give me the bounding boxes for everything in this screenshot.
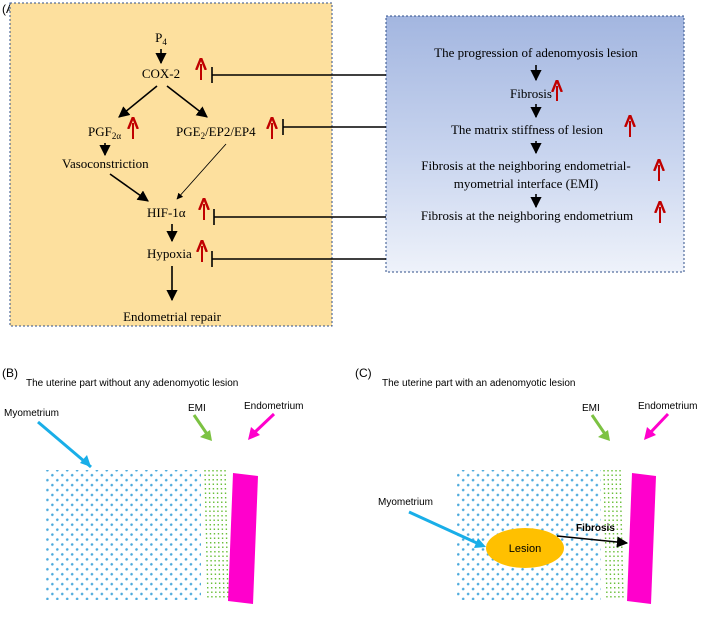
myometrium-pointer-head-b bbox=[80, 455, 91, 467]
myometrium-label-c: Myometrium bbox=[378, 497, 433, 508]
panel-b-tissue bbox=[45, 469, 258, 604]
lesion-shape bbox=[486, 528, 564, 568]
myometrium-pointer-b bbox=[37, 420, 92, 469]
emi-pointer-head-b bbox=[200, 430, 212, 441]
fibrosis-label-c: Fibrosis bbox=[576, 523, 615, 534]
emi-label-b: EMI bbox=[188, 403, 206, 414]
vasoconstriction-node: Vasoconstriction bbox=[62, 156, 149, 171]
emi-lines bbox=[204, 469, 229, 601]
pgf2a-node: PGF2α bbox=[88, 124, 121, 141]
myometrium-region bbox=[45, 470, 201, 600]
endometrium-pointer-head-b bbox=[248, 427, 260, 440]
myometrium-pointer-c bbox=[408, 510, 480, 546]
endometrium-region bbox=[228, 473, 258, 604]
emi-pointer-c bbox=[590, 414, 607, 435]
emi-pointer-b bbox=[192, 414, 209, 435]
cox2-node: COX-2 bbox=[142, 66, 180, 81]
emi-region-c bbox=[601, 470, 628, 600]
endometrium-region-c bbox=[627, 473, 656, 604]
endometrium-pointer-b bbox=[252, 412, 276, 435]
inhibition-connectors bbox=[211, 67, 386, 267]
pathway-box bbox=[9, 2, 333, 327]
myometrium-pointer-head-c bbox=[474, 538, 486, 548]
p4-node: P4 bbox=[155, 30, 167, 47]
endometrium-label-b: Endometrium bbox=[244, 401, 303, 412]
pge2-node: PGE2/EP2/EP4 bbox=[176, 124, 256, 141]
emi-pointer-head-c bbox=[598, 430, 610, 441]
hypoxia-node: Hypoxia bbox=[147, 246, 192, 261]
arrow-pge2-hif bbox=[176, 143, 227, 200]
panel-b-label: (B) bbox=[2, 366, 18, 380]
endometrial-repair-node: Endometrial repair bbox=[123, 309, 221, 324]
emi-lines-c bbox=[603, 469, 624, 601]
endometrium-pointer-head-c bbox=[644, 427, 656, 440]
hif1a-node: HIF-1α bbox=[147, 205, 186, 220]
panel-c-label: (C) bbox=[355, 366, 372, 380]
matrix-stiffness-node: The matrix stiffness of lesion bbox=[451, 122, 604, 137]
emi-label-c: EMI bbox=[582, 403, 600, 414]
panel-c-title: The uterine part with an adenomyotic les… bbox=[382, 378, 575, 389]
panel-b-title: The uterine part without any adenomyotic… bbox=[26, 378, 238, 389]
emi-region bbox=[201, 470, 230, 600]
emi-fibrosis-line1: Fibrosis at the neighboring endometrial- bbox=[421, 158, 630, 173]
endometrium-pointer-c bbox=[648, 412, 670, 435]
endometrium-fibrosis-node: Fibrosis at the neighboring endometrium bbox=[421, 208, 633, 223]
arrow-cox2-pgf2a bbox=[118, 85, 158, 118]
arrow-vaso-hif bbox=[109, 173, 149, 202]
progression-node: The progression of adenomyosis lesion bbox=[434, 45, 638, 60]
fibrosis-arrow bbox=[556, 535, 629, 548]
arrow-cox2-pge2 bbox=[166, 85, 208, 118]
lesion-label: Lesion bbox=[509, 543, 541, 555]
myometrium-label-b: Myometrium bbox=[4, 408, 59, 419]
emi-fibrosis-line2: myometrial interface (EMI) bbox=[454, 176, 598, 191]
fibrosis-node: Fibrosis bbox=[510, 86, 552, 101]
endometrium-label-c: Endometrium bbox=[638, 401, 697, 412]
